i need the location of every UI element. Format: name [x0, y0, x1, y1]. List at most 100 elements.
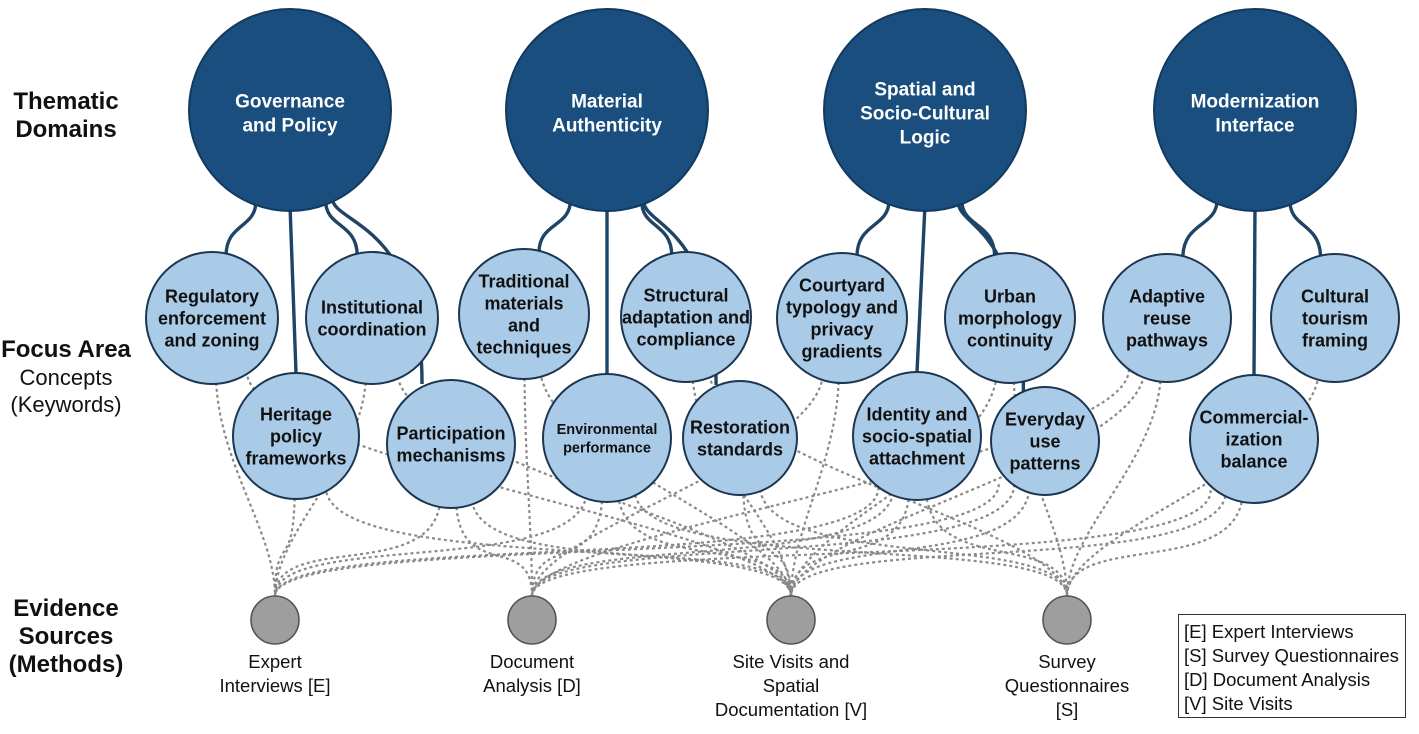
- domain-branches: [224, 197, 1323, 392]
- row-label-domains-line2: Domains: [15, 116, 117, 143]
- concept-circle-comm: [1189, 374, 1319, 504]
- concept-circle-ident: [852, 371, 982, 501]
- concept-circle-inst: [305, 251, 439, 385]
- evidence-link-env-E: [273, 489, 589, 597]
- evidence-link-part-E: [273, 495, 442, 597]
- branch-mod-tour: [1288, 200, 1323, 259]
- source-circle-D: [507, 595, 557, 645]
- source-circle-E: [250, 595, 300, 645]
- legend-item-survey: [S] Survey Questionnaires: [1184, 645, 1399, 666]
- branch-mod-comm: [1252, 204, 1257, 376]
- branch-spa-court: [855, 199, 891, 258]
- concept-circle-every: [990, 386, 1100, 496]
- evidence-link-every-V: [789, 484, 1031, 597]
- domain-circle-mat: [505, 8, 709, 212]
- evidence-link-comm-D: [530, 490, 1212, 597]
- source-circle-S: [1042, 595, 1092, 645]
- concept-circle-part: [386, 379, 516, 509]
- evidence-link-adapt-S: [1065, 369, 1163, 597]
- concept-circle-struct: [620, 251, 752, 383]
- row-label-focus-line1: Focus Area: [1, 336, 131, 363]
- evidence-link-env-S: [633, 489, 1069, 597]
- branch-mat-trad: [537, 199, 573, 254]
- evidence-link-rest-V: [741, 483, 793, 597]
- concept-circle-adapt: [1102, 253, 1232, 383]
- evidence-link-court-V: [789, 369, 841, 597]
- row-label-evidence-line2: Sources: [18, 623, 114, 650]
- concept-circle-court: [776, 252, 908, 384]
- evidence-link-comm-V: [789, 490, 1228, 597]
- legend-item-expert: [E] Expert Interviews: [1184, 621, 1354, 642]
- evidence-link-ident-S: [924, 487, 1069, 597]
- evidence-link-rest-S: [758, 483, 1069, 597]
- row-label-evidence-line3: (Methods): [8, 651, 124, 678]
- evidence-link-hpf-V: [324, 486, 793, 597]
- evidence-link-comm-S: [1065, 490, 1244, 597]
- legend-item-site-visits: [V] Site Visits: [1184, 693, 1293, 714]
- evidence-link-ident-D: [530, 487, 895, 597]
- legend-item-document: [D] Document Analysis: [1184, 669, 1371, 690]
- evidence-link-ident-V: [789, 487, 911, 597]
- evidence-link-adapt-V: [789, 369, 1146, 597]
- evidence-link-every-D: [530, 484, 1016, 597]
- row-label-domains-line1: Thematic: [13, 88, 119, 115]
- evidence-link-ident-E: [273, 487, 880, 597]
- branch-mod-adapt: [1181, 199, 1219, 259]
- evidence-link-court-D: [530, 369, 825, 597]
- concept-circle-env: [542, 373, 672, 503]
- concept-circle-reg: [145, 251, 279, 385]
- branch-mat-struct: [639, 200, 674, 257]
- row-label-focus-line3: (Keywords): [10, 392, 122, 417]
- concept-circle-urban: [944, 252, 1076, 384]
- evidence-link-reg-E: [214, 370, 277, 597]
- evidence-link-part-V: [470, 495, 793, 597]
- row-label-evidence-sources: Evidence Sources (Methods): [0, 595, 132, 679]
- row-label-focus-area: Focus Area Concepts (Keywords): [0, 336, 132, 418]
- source-circle-V: [766, 595, 816, 645]
- evidence-links: [214, 365, 1321, 597]
- domain-circle-spa: [823, 8, 1027, 212]
- branch-gov-reg: [224, 200, 258, 257]
- concept-circle-rest: [682, 380, 798, 496]
- evidence-link-part-D: [454, 495, 534, 597]
- evidence-link-adapt-D: [530, 369, 1130, 597]
- evidence-link-trad-D: [523, 365, 534, 597]
- branch-gov-hpf: [288, 204, 298, 374]
